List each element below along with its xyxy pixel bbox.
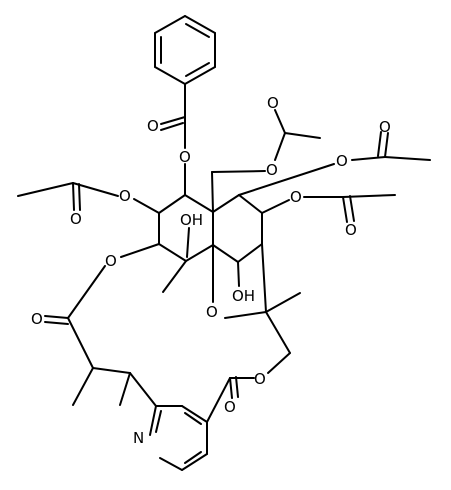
label-o-acetate-right-ester: O (336, 152, 348, 170)
benzoate-ester (160, 83, 186, 196)
atom-labels: O O O O O O O O O O OH OH O O O O O N (31, 94, 391, 447)
acetate-left (17, 182, 160, 214)
label-o-macro-ester: O (105, 252, 117, 270)
acetate-top (211, 109, 321, 213)
pyridine-ring (149, 405, 208, 471)
label-o-bridge-ether: O (206, 303, 218, 321)
label-o-pyridine-ester: O (254, 370, 266, 388)
label-hydroxyl-lower: OH (232, 287, 255, 305)
label-o-macro-carbonyl: O (31, 310, 43, 328)
benzene-ring (154, 15, 216, 85)
ring-right (212, 194, 263, 287)
label-hydroxyl-upper: OH (180, 211, 203, 229)
acetate-mid (261, 194, 396, 223)
label-o-acetate-mid-ester: O (290, 188, 302, 206)
label-o-acetate-left-carbonyl: O (70, 210, 82, 228)
label-o-acetate-right-carbonyl: O (379, 118, 391, 136)
label-n-pyridine: N (133, 429, 144, 447)
label-o-acetate-top-ester: O (266, 161, 278, 179)
ether-bridge (212, 243, 301, 374)
pyridine-ester (206, 376, 255, 423)
label-o-acetate-left-ester: O (119, 187, 131, 205)
macrolactone (44, 243, 160, 407)
acetate-right (238, 131, 431, 196)
ring-left (158, 194, 214, 293)
label-o-benzoate-ester: O (179, 148, 191, 166)
label-o-pyridine-carbonyl: O (224, 398, 236, 416)
label-o-acetate-mid-carbonyl: O (345, 221, 357, 239)
label-o-acetate-top-carbonyl: O (267, 94, 279, 112)
label-o-benzoate-carbonyl: O (147, 117, 159, 135)
